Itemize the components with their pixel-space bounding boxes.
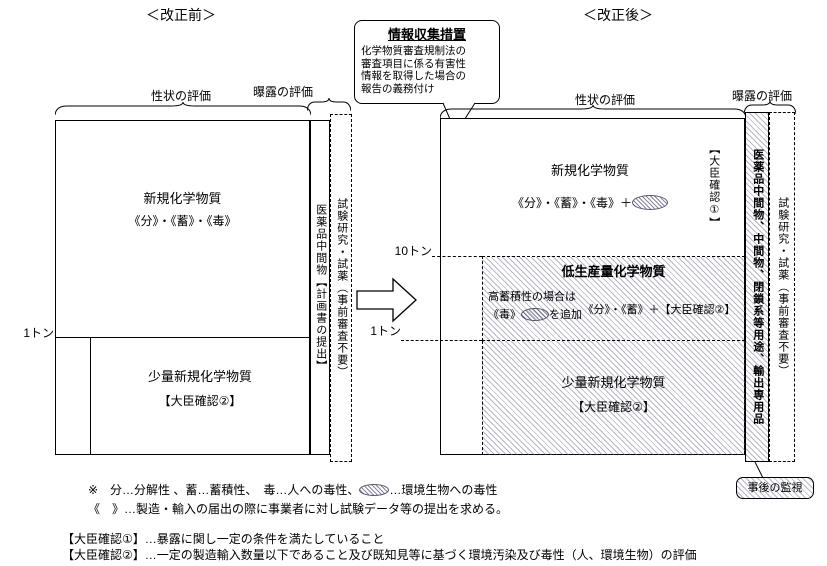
brace-icon	[55, 102, 311, 116]
before-axis-exposure-label: 曝露の評価	[252, 85, 313, 99]
after-column-research: 試験研究・試薬（事前審査不要）	[769, 112, 795, 462]
after-low-volume-box	[482, 256, 745, 341]
ecotoxicity-hatch-icon	[632, 195, 668, 210]
after-threshold-10ton-label: 10トン	[394, 244, 432, 258]
cond2-suffix: を追加	[549, 309, 582, 321]
before-new-chemical-title: 新規化学物質	[143, 191, 222, 206]
ecotoxicity-hatch-icon	[359, 483, 390, 496]
cond2-prefix: 《毒》	[488, 309, 521, 321]
bubble-line: 審査項目に係る有害性	[361, 57, 466, 70]
legend-minister2: 【大臣確認②】…一定の製造輸入数量以下であること及び既知見等に基づく環境汚染及び…	[62, 548, 697, 562]
brace-icon	[307, 98, 351, 112]
after-column-research-label: 試験研究・試薬（事前審査不要）	[776, 197, 789, 377]
after-axis-property-label: 性状の評価	[574, 93, 635, 107]
legend-line1: ※ 分…分解性 、蓄…蓄積性、 毒…人への毒性、 …環境生物への毒性	[88, 481, 497, 498]
after-new-chemical-title: 新規化学物質	[550, 163, 629, 178]
ecotoxicity-hatch-icon	[521, 307, 549, 321]
after-new-chemical-formula: 《分》・《蓄》・《毒》＋	[450, 194, 730, 211]
before-small-volume-title: 少量新規化学物質	[147, 369, 252, 384]
brace-icon	[440, 105, 746, 119]
brace-icon	[744, 101, 796, 115]
after-column-pharma: 医薬品中間物、中間物、閉鎖系等用途、輸出専用品	[745, 112, 769, 462]
before-small-volume-box	[90, 337, 310, 455]
legend-line1-prefix: ※ 分…分解性 、蓄…蓄積性、 毒…人への毒性、	[88, 483, 360, 497]
before-column-pharma: 医薬品中間物【計画書の提出】	[310, 120, 330, 455]
after-column-pharma-label: 医薬品中間物、中間物、閉鎖系等用途、輸出専用品	[751, 149, 764, 425]
post-monitoring-connector	[754, 461, 764, 479]
before-threshold-1ton-label: 1トン	[23, 326, 54, 340]
title-before: ＜改正前＞	[146, 7, 216, 23]
after-low-volume-cond2: 《毒》 を追加	[488, 306, 582, 322]
before-new-chemical-formula: 《分》・《蓄》・《毒》	[128, 214, 237, 228]
before-column-research-label: 試験研究・試薬（事前審査不要）	[335, 198, 348, 378]
before-axis-property-label: 性状の評価	[150, 89, 211, 103]
transition-arrow-icon	[356, 277, 417, 323]
legend-line1-suffix: …環境生物への毒性	[389, 483, 498, 497]
after-small-volume-note: 【大臣確認②】	[572, 400, 655, 414]
after-low-volume-formula: 《分》・《蓄》＋【大臣確認②】	[582, 304, 736, 316]
bubble-title: 情報収集措置	[387, 27, 466, 42]
post-monitoring-badge: 事後の監視	[736, 477, 814, 499]
before-column-research: 試験研究・試薬（事前審査不要）	[330, 114, 352, 462]
after-low-volume-title: 低生産量化学物質	[561, 264, 666, 279]
after-axis-exposure-label: 曝露の評価	[731, 89, 792, 103]
threshold-10ton-line	[432, 256, 482, 257]
after-threshold-1ton-label: 1トン	[370, 324, 401, 338]
bubble-line: 情報を取得した場合の	[361, 70, 466, 82]
after-low-volume-cond1: 高蓄積性の場合は	[488, 291, 576, 303]
before-step-line	[55, 337, 91, 338]
info-collection-bubble: 情報収集措置 化学物質審査規制法の 審査項目に係る有害性 情報を取得した場合の …	[354, 20, 500, 104]
before-small-volume-note: 【大臣確認②】	[158, 394, 242, 408]
after-minister1-label: 【大臣確認①】	[707, 143, 720, 229]
threshold-1ton-line	[401, 340, 482, 341]
after-small-volume-box	[482, 341, 745, 455]
after-small-volume-title: 少量新規化学物質	[561, 375, 666, 390]
bubble-line: 化学物質審査規制法の	[361, 45, 466, 57]
after-formula-text: 《分》・《蓄》・《毒》＋	[511, 196, 632, 210]
bubble-line: 報告の義務付け	[361, 82, 435, 95]
legend-minister1: 【大臣確認①】…暴露に関し一定の条件を満たしていること	[62, 532, 385, 546]
bubble-body: 化学物質審査規制法の 審査項目に係る有害性 情報を取得した場合の 報告の義務付け	[355, 43, 499, 97]
title-after: ＜改正後＞	[583, 7, 653, 23]
legend-line2: 《 》…製造・輸入の届出の際に事業者に対し試験データ等の提出を求める。	[88, 502, 509, 516]
before-column-pharma-label: 医薬品中間物【計画書の提出】	[314, 203, 327, 372]
after-minister1-note: 【大臣確認①】	[702, 130, 724, 242]
